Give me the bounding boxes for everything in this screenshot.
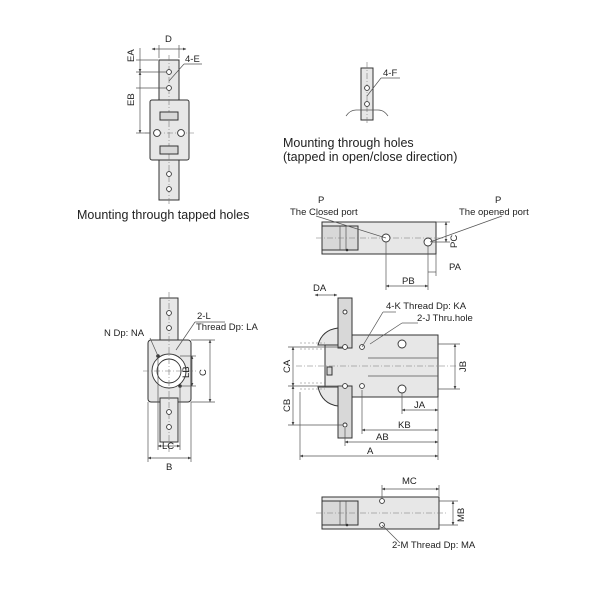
label-P-right: P xyxy=(495,195,501,206)
label-EB: EB xyxy=(126,93,137,106)
label-4-E: 4-E xyxy=(185,54,200,65)
label-KB: KB xyxy=(398,420,411,431)
label-MC: MC xyxy=(402,476,417,487)
caption-through-holes-2: (tapped in open/close direction) xyxy=(283,150,457,164)
front-view: DA 4-K Thread Dp: KA 2-J Thru.hole CA CB… xyxy=(282,283,473,460)
label-LC: LC xyxy=(162,441,174,452)
label-4-F: 4-F xyxy=(383,68,397,79)
label-closed-port: The Closed port xyxy=(290,207,358,218)
bottom-view: MC MB 2-M Thread Dp: MA xyxy=(316,476,476,551)
label-MB: MB xyxy=(456,508,467,522)
label-DA: DA xyxy=(313,283,327,294)
label-C: C xyxy=(198,369,209,376)
label-2-J: 2-J Thru.hole xyxy=(417,313,473,324)
label-P-left: P xyxy=(318,195,324,206)
label-LB: LB xyxy=(181,366,192,378)
label-D: D xyxy=(165,34,172,45)
label-2-L: 2-L xyxy=(197,311,211,322)
label-PB: PB xyxy=(402,276,415,287)
label-CA: CA xyxy=(282,359,293,373)
port-view: P The Closed port P The opened port PC P… xyxy=(290,195,529,290)
top-left-view: D EA EB 4-E xyxy=(126,34,202,205)
label-EA: EA xyxy=(126,49,137,62)
label-B: B xyxy=(166,462,172,473)
label-4-K: 4-K Thread Dp: KA xyxy=(386,301,467,312)
label-PA: PA xyxy=(449,262,462,273)
label-PC: PC xyxy=(449,235,460,248)
label-AB: AB xyxy=(376,432,389,443)
label-2-M: 2-M Thread Dp: MA xyxy=(392,540,476,551)
label-JA: JA xyxy=(414,400,426,411)
label-thread-LA: Thread Dp: LA xyxy=(196,322,258,333)
top-right-view: 4-F xyxy=(345,62,400,125)
label-opened-port: The opened port xyxy=(459,207,529,218)
caption-through-holes-1: Mounting through holes xyxy=(283,136,414,150)
label-A: A xyxy=(367,446,374,457)
label-CB: CB xyxy=(282,399,293,412)
label-N: N Dp: NA xyxy=(104,328,145,339)
label-JB: JB xyxy=(458,361,469,372)
caption-tapped-holes: Mounting through tapped holes xyxy=(77,208,249,222)
end-view: N Dp: NA 2-L Thread Dp: LA C LB LC B xyxy=(104,292,258,473)
